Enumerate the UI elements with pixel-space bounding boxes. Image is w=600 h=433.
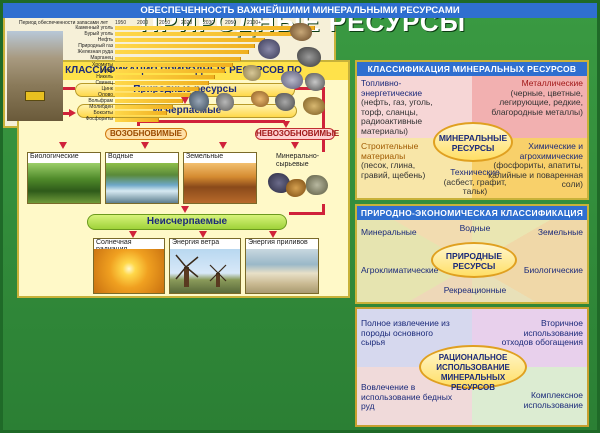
photo-mineral: Минерально- сырьевые bbox=[263, 152, 335, 204]
rock-image bbox=[258, 39, 280, 59]
rock-image bbox=[306, 175, 328, 195]
rational-center: РАЦИОНАЛЬНОЕ ИСПОЛЬЗОВАНИЕ МИНЕРАЛЬНЫХ Р… bbox=[419, 345, 527, 392]
supply-bar bbox=[115, 38, 265, 43]
truck-icon bbox=[25, 91, 45, 101]
rock-image bbox=[305, 73, 325, 91]
windmill-image bbox=[170, 249, 240, 293]
supply-bar bbox=[115, 99, 183, 104]
building-block: Строительные материалы (песок, глина, гр… bbox=[361, 141, 426, 180]
connector-line bbox=[289, 212, 325, 215]
supply-bar bbox=[115, 44, 255, 49]
mineral-list: Каменный уголь Бурый уголь Нефть Природн… bbox=[75, 25, 113, 123]
rock-image bbox=[286, 179, 306, 197]
eco-recreation: Рекреационные bbox=[443, 285, 507, 295]
photo-wind: Энергия ветра bbox=[169, 238, 241, 294]
arrow-icon bbox=[181, 206, 189, 213]
tide-image bbox=[246, 249, 318, 293]
metal-block: Металлические (черные, цветные, легирующ… bbox=[491, 78, 583, 117]
arrow-icon bbox=[291, 142, 299, 149]
eco-water: Водные bbox=[459, 223, 491, 233]
supply-bar bbox=[115, 62, 233, 67]
photo-water: Водные bbox=[105, 152, 179, 204]
rational-bl: Вовлечение в использование бедных руд bbox=[361, 382, 453, 411]
photo-land: Земельные bbox=[183, 152, 257, 204]
tech-block: Технические (асбест, графит, тальк) bbox=[443, 167, 507, 196]
arrow-icon bbox=[141, 142, 149, 149]
field-image bbox=[184, 163, 256, 203]
rational-tr: Вторичное использование отходов обогащен… bbox=[501, 318, 583, 347]
mineral-classification-panel: КЛАССИФИКАЦИЯ МИНЕРАЛЬНЫХ РЕСУРСОВ Топли… bbox=[355, 60, 589, 200]
rock-image bbox=[297, 47, 321, 67]
sun-image bbox=[94, 249, 164, 293]
supply-bar bbox=[115, 87, 199, 91]
rock-image bbox=[281, 71, 303, 89]
supply-bar bbox=[115, 117, 159, 122]
arrow-icon bbox=[129, 231, 137, 238]
rational-use-panel: Полное извлечение из породы основного сы… bbox=[355, 307, 589, 427]
rational-tl: Полное извлечение из породы основного сы… bbox=[361, 318, 450, 347]
eco-mineral: Минеральные bbox=[361, 227, 417, 237]
supply-bar bbox=[115, 105, 173, 110]
arrow-icon bbox=[69, 109, 76, 117]
supply-title: ОБЕСПЕЧЕННОСТЬ ВАЖНЕЙШИМИ МИНЕРАЛЬНЫМИ Р… bbox=[3, 3, 597, 18]
rock-image bbox=[290, 23, 312, 41]
inexhaustible-box: Неисчерпаемые bbox=[87, 214, 287, 230]
rock-image bbox=[251, 91, 269, 107]
supply-bar bbox=[115, 56, 241, 61]
river-image bbox=[106, 163, 178, 203]
photo-solar: Солнечная радиация bbox=[93, 238, 165, 294]
eco-agro: Агроклиматические bbox=[361, 265, 439, 275]
arrow-icon bbox=[282, 121, 290, 128]
supply-bar bbox=[115, 50, 249, 55]
mineral-supply-panel: ОБЕСПЕЧЕННОСТЬ ВАЖНЕЙШИМИ МИНЕРАЛЬНЫМИ Р… bbox=[3, 3, 597, 128]
chem-block: Химические и агрохимические (фосфориты, … bbox=[488, 141, 583, 189]
photo-tides: Энергия приливов bbox=[245, 238, 319, 294]
rock-image bbox=[216, 93, 234, 111]
fuel-block: Топливно-энергетические (нефть, газ, уго… bbox=[361, 78, 433, 136]
windmill-icon bbox=[175, 254, 227, 287]
arrow-icon bbox=[59, 142, 67, 149]
eco-land: Земельные bbox=[537, 227, 583, 237]
photo-biological: Биологические bbox=[27, 152, 101, 204]
arrow-icon bbox=[219, 142, 227, 149]
rational-br: Комплексное использование bbox=[523, 390, 583, 410]
economic-classification-panel: ПРИРОДНО-ЭКОНОМИЧЕСКАЯ КЛАССИФИКАЦИЯ РЕС… bbox=[355, 204, 589, 304]
rock-image bbox=[243, 65, 261, 81]
arrow-icon bbox=[199, 231, 207, 238]
supply-header: Период обеспеченности запасами лет bbox=[19, 20, 109, 26]
connector-line bbox=[322, 87, 325, 215]
supply-bar bbox=[115, 111, 167, 116]
eco-center: ПРИРОДНЫЕ РЕСУРСЫ bbox=[431, 242, 517, 278]
rock-image bbox=[189, 91, 209, 111]
nonrenewable-label: НЕВОЗОБНОВИМЫЕ bbox=[255, 128, 340, 140]
supply-bar bbox=[115, 93, 191, 98]
connector-line bbox=[137, 120, 285, 123]
supply-bar bbox=[115, 26, 315, 30]
mining-photo bbox=[7, 31, 63, 121]
rock-image bbox=[275, 93, 295, 111]
supply-bar bbox=[115, 74, 215, 79]
arrow-icon bbox=[269, 231, 277, 238]
mineral-center: МИНЕРАЛЬНЫЕ РЕСУРСЫ bbox=[433, 122, 513, 162]
supply-bar bbox=[115, 32, 311, 37]
supply-bar bbox=[115, 80, 209, 85]
rock-image bbox=[303, 97, 325, 115]
forest-image bbox=[28, 163, 100, 203]
eco-bio: Биологические bbox=[523, 265, 583, 275]
rock-image bbox=[268, 173, 290, 193]
arrow-icon bbox=[181, 97, 189, 104]
renewable-label: ВОЗОБНОВИМЫЕ bbox=[105, 128, 187, 140]
supply-bar bbox=[115, 68, 225, 73]
